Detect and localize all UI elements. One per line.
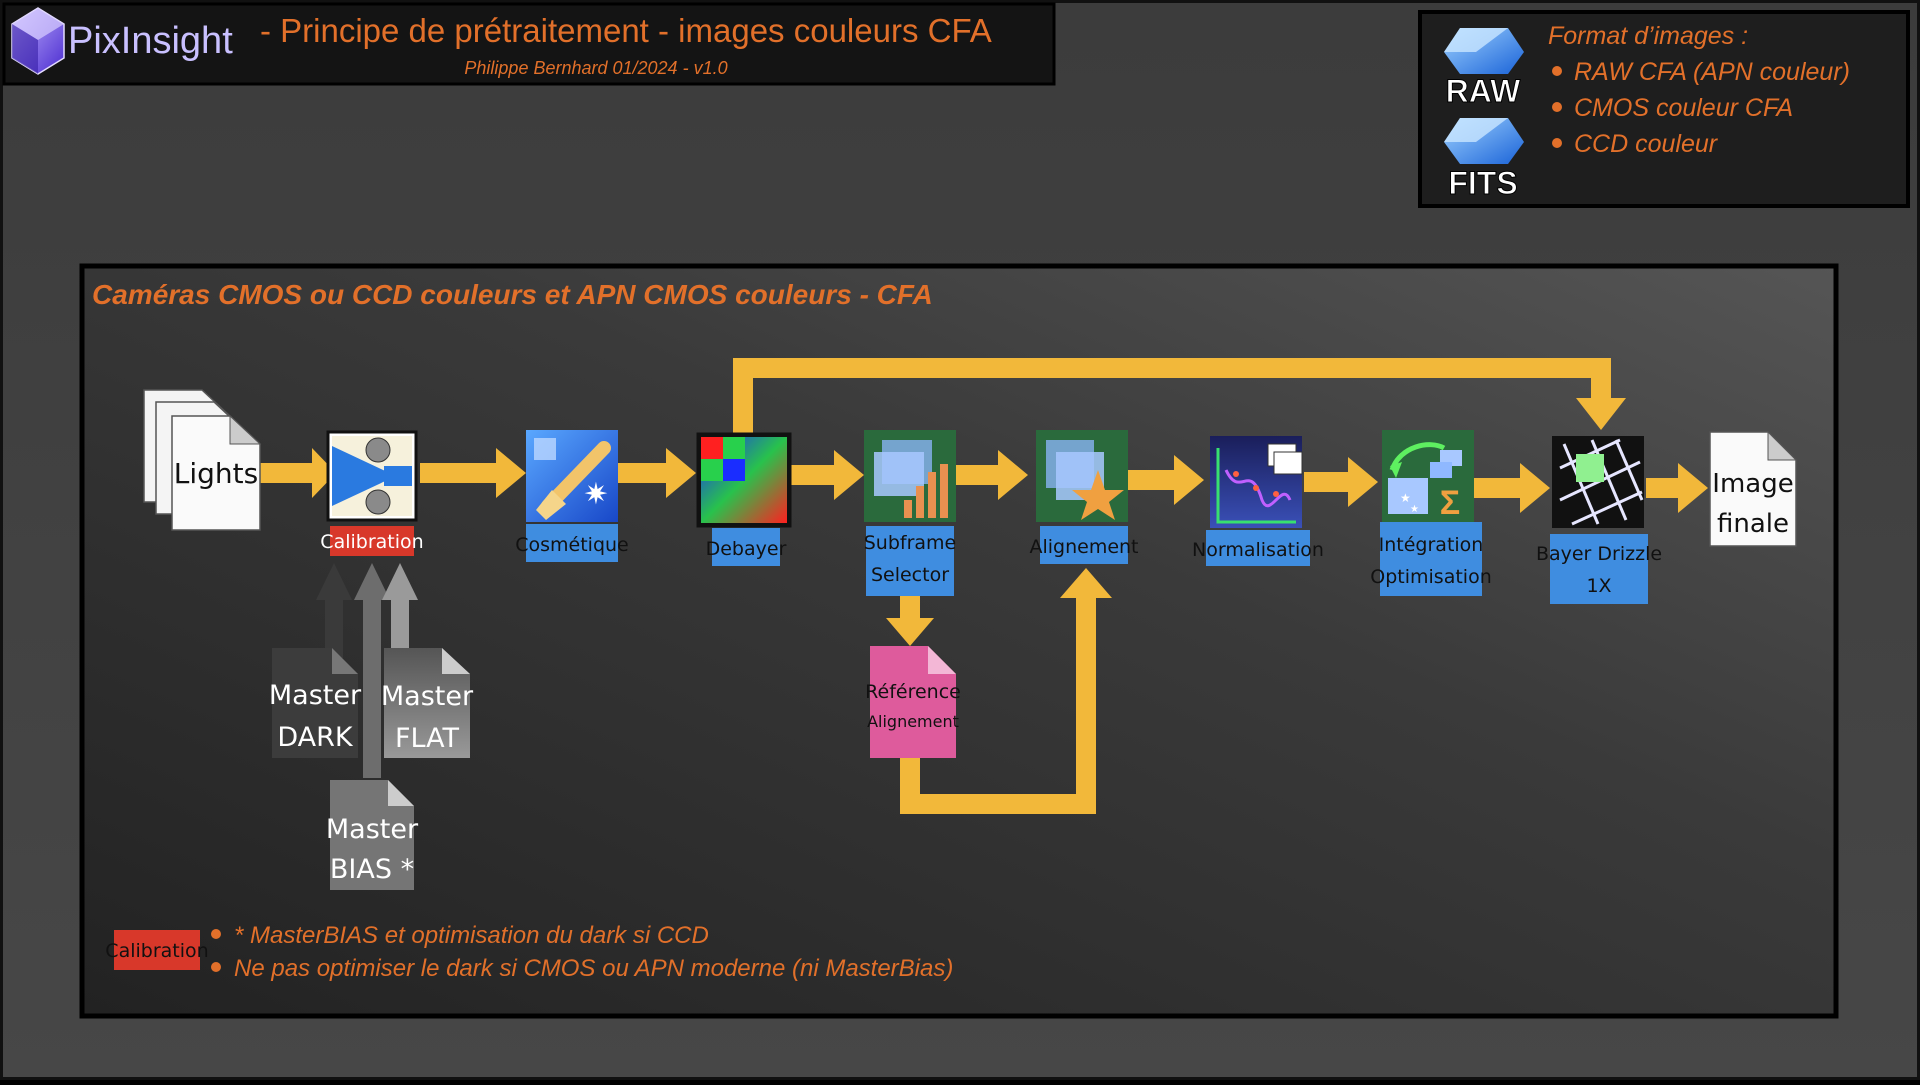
flow-arrows	[256, 358, 1708, 814]
arrow-integration-drizzle	[1474, 478, 1524, 498]
bias-label-2: BIAS *	[330, 854, 414, 885]
reference-label-2: Alignement	[867, 712, 959, 731]
fits-badge-label: FITS	[1448, 165, 1517, 201]
flat-label-1: Master	[381, 681, 474, 712]
subframe-node: Subframe Selector	[864, 430, 957, 596]
arrow-subframe-reference	[900, 596, 920, 624]
arrow-normalisation-integration	[1304, 472, 1352, 492]
alignement-node: Alignement	[1029, 430, 1139, 564]
dark-label-2: DARK	[277, 722, 354, 753]
page-subtitle: Philippe Bernhard 01/2024 - v1.0	[464, 58, 727, 78]
pixinsight-logo-icon	[11, 7, 65, 75]
format-box: RAW FITS Format d’images : RAW CFA (APN …	[1418, 10, 1910, 208]
bullet-icon	[211, 929, 221, 939]
bullet-icon	[1552, 138, 1562, 148]
arrow-lights-calibration	[256, 463, 316, 483]
subframe-label-2: Selector	[871, 564, 949, 586]
integration-label-1: Intégration	[1379, 534, 1484, 556]
panel-title: Caméras CMOS ou CCD couleurs et APN CMOS…	[92, 279, 933, 310]
format-item: RAW CFA (APN couleur)	[1574, 58, 1850, 86]
drizzle-label-1: Bayer Drizzle	[1536, 543, 1662, 565]
arrow-calibration-cosmetique	[420, 463, 500, 483]
lights-node: Lights	[143, 389, 262, 531]
debayer-label: Debayer	[706, 538, 787, 560]
logo-text: PixInsight	[68, 20, 233, 62]
bullet-icon	[1552, 66, 1562, 76]
cosmetique-label: Cosmétique	[515, 534, 629, 556]
alignement-label: Alignement	[1029, 536, 1138, 558]
drizzle-node: Bayer Drizzle 1X	[1536, 436, 1662, 604]
flat-label-2: FLAT	[395, 723, 460, 754]
format-heading: Format d’images :	[1548, 22, 1748, 50]
master-flat-node: Master FLAT	[381, 648, 474, 758]
svg-text:★: ★	[1410, 504, 1419, 515]
master-bias-node: Master BIAS *	[326, 780, 419, 890]
reference-label-1: Référence	[865, 681, 961, 703]
arrow-reference-loop-bottom	[900, 794, 1096, 814]
cosmetique-node: ✷ Cosmétique	[515, 430, 629, 562]
dark-label-1: Master	[269, 680, 362, 711]
normalisation-label: Normalisation	[1192, 539, 1324, 561]
arrow-alignement-normalisation	[1128, 470, 1178, 490]
format-item: CCD couleur	[1574, 130, 1719, 158]
note-item: Ne pas optimiser le dark si CMOS ou APN …	[234, 955, 953, 982]
integration-node: ★ ★ Σ Intégration Optimisation	[1370, 430, 1492, 596]
svg-text:★: ★	[1400, 491, 1411, 505]
master-dark-node: Master DARK	[269, 648, 362, 758]
main-panel: Caméras CMOS ou CCD couleurs et APN CMOS…	[79, 263, 1839, 1019]
debayer-node: Debayer	[696, 432, 792, 566]
final-label-1: Image	[1712, 469, 1793, 499]
page-title: - Principe de prétraitement - images cou…	[260, 12, 992, 49]
svg-text:Σ: Σ	[1440, 484, 1460, 522]
arrow-subframe-alignement	[954, 465, 1002, 485]
final-label-2: finale	[1717, 509, 1789, 539]
notes: Calibration * MasterBIAS et optimisation…	[105, 922, 953, 982]
bias-label-1: Master	[326, 814, 419, 845]
raw-badge-icon	[1444, 28, 1524, 74]
normalisation-node: Normalisation	[1192, 436, 1324, 566]
final-image-node: Image finale	[1709, 430, 1798, 547]
note-item: * MasterBIAS et optimisation du dark si …	[234, 922, 709, 949]
calibration-icon	[332, 436, 412, 516]
bullet-icon	[1552, 102, 1562, 112]
lights-label: Lights	[174, 457, 258, 490]
arrow-reference-loop-up	[1076, 594, 1096, 814]
arrow-bypass-down	[1591, 358, 1611, 402]
notes-badge: Calibration	[105, 940, 208, 962]
integration-label-2: Optimisation	[1370, 566, 1491, 588]
drizzle-label-2: 1X	[1586, 575, 1611, 597]
header: PixInsight - Principe de prétraitement -…	[2, 2, 1056, 86]
arrow-debayer-subframe	[790, 465, 838, 485]
master-arrows	[316, 563, 418, 778]
arrow-cosmetique-debayer	[616, 463, 670, 483]
fits-badge-icon	[1444, 118, 1524, 164]
calibration-label: Calibration	[320, 531, 423, 553]
reference-node: Référence Alignement	[865, 646, 961, 758]
svg-text:✷: ✷	[583, 478, 608, 511]
raw-badge-label: RAW	[1446, 73, 1521, 109]
calibration-node: Calibration	[320, 430, 424, 556]
arrow-drizzle-final	[1646, 478, 1682, 498]
subframe-label-1: Subframe	[864, 532, 957, 554]
arrow-bypass-top	[733, 358, 1611, 378]
bullet-icon	[211, 962, 221, 972]
format-item: CMOS couleur CFA	[1574, 94, 1793, 122]
